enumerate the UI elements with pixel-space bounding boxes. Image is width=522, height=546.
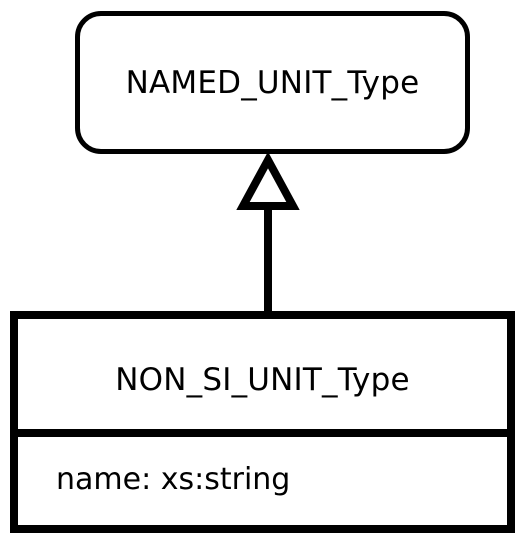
attribute-name: name: xs:string xyxy=(56,462,291,497)
parent-class-box: NAMED_UNIT_Type xyxy=(75,11,470,154)
attribute-compartment: name: xs:string xyxy=(18,437,507,525)
child-class-box: NON_SI_UNIT_Type name: xs:string xyxy=(10,311,515,533)
parent-class-name: NAMED_UNIT_Type xyxy=(125,64,420,101)
inheritance-triangle-icon xyxy=(236,151,300,210)
child-class-header: NON_SI_UNIT_Type xyxy=(18,319,507,437)
child-class-name: NON_SI_UNIT_Type xyxy=(115,362,410,398)
